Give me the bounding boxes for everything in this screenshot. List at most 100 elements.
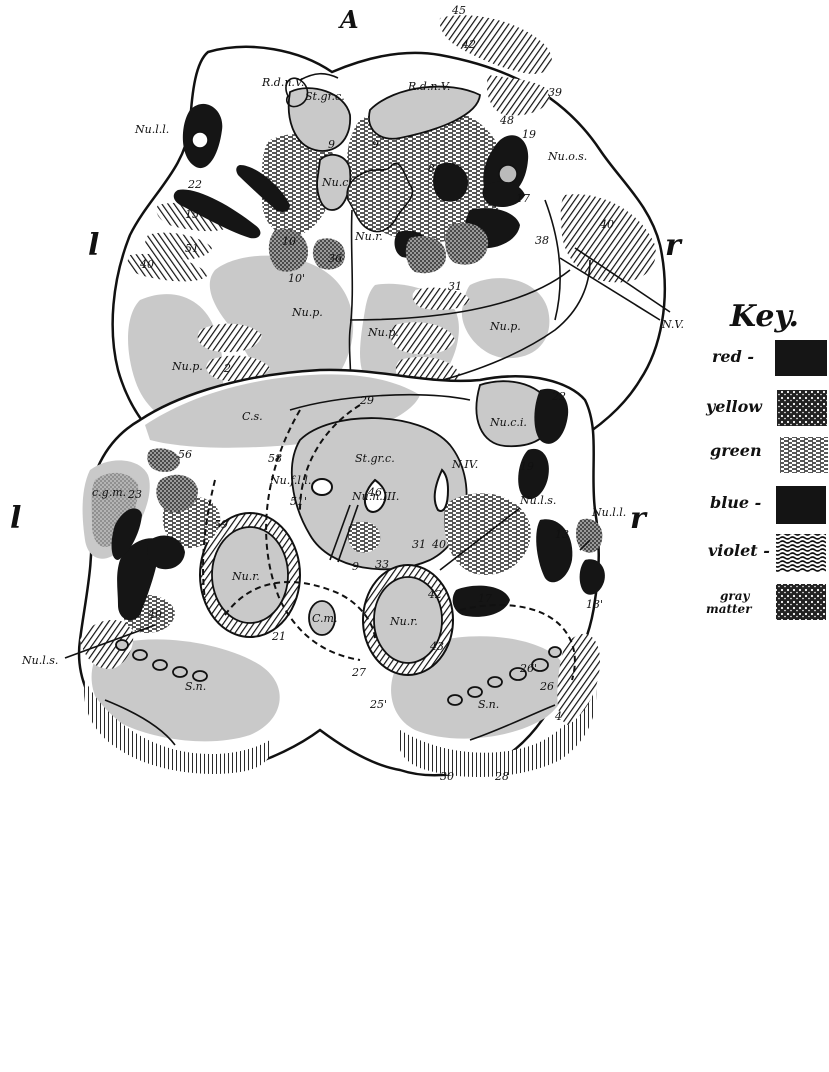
label-42: 42 [461,38,476,51]
legend-label-gray-matter: gray matter [706,589,754,616]
legend-title: Key. [729,299,799,334]
label-42-b: 42 [427,588,442,601]
label-cgm: c.g.m. [92,486,126,499]
label-17: 17 [516,192,530,205]
label-cm: C.m. [312,612,337,625]
label-17-b: 17 [478,592,492,605]
label-19-b: 19 [520,460,534,473]
label-43-b: 43 [429,640,444,653]
label-15: 15 [185,208,199,221]
label-10p: 10' [288,272,305,285]
label-nu-fl-ll: Nu.f.l.l. [269,474,311,487]
label-39: 39 [548,86,562,99]
legend-label-yellow: yellow [705,397,763,416]
label-21: 21 [271,630,286,643]
label-nu-c: Nu.c. [321,176,352,189]
label-45: 45 [451,4,466,17]
legend-label-blue: blue - [710,493,761,512]
label-40b-b: 40 [431,538,446,551]
label-58: 58 [268,452,282,465]
label-51: 51 [185,242,199,255]
label-nu-p-center: Nu.p. [291,306,323,319]
legend-item-violet: violet - [708,534,826,572]
nu-ll-circle [192,132,208,148]
legend-item-yellow: yellow [705,390,827,426]
label-nu-ll-b: Nu.l.l. [591,506,626,519]
panel-a-right-side: r [665,228,683,263]
label-rdnv-right: R.d.n.V. [407,80,450,93]
label-cs: C.s. [242,410,263,423]
legend-label-green: green [710,441,762,460]
legend-swatch-gray-matter [776,584,826,620]
label-nu-ls-left: Nu.l.s. [21,654,58,667]
label-nu-r: Nu.r. [354,230,383,243]
label-33: 33 [375,558,389,571]
panel-b-right-side: r [630,501,648,536]
stipple-nu-ll-b [576,519,602,553]
legend-label-violet: violet - [708,541,770,560]
label-nu-ls-right: Nu.l.s. [519,494,556,507]
legend-key: Key. red - yellow green blue - violet - … [705,299,828,620]
label-9a: 9 [328,138,335,151]
label-36: 36 [328,252,342,265]
dark-band-13p [580,559,605,595]
label-sn-right: S.n. [478,698,499,711]
nu-fl-ll-oval [312,479,332,495]
label-n-v: N.V. [661,318,684,331]
label-2: 2 [223,362,231,375]
label-nu-ci: Nu.c.i. [489,416,527,429]
label-38: 38 [535,234,549,247]
nu-os-circle [499,165,517,183]
label-nu-r-right: Nu.r. [389,615,418,628]
panel-a-heading: A [338,5,359,34]
label-8: 8 [428,162,435,175]
label-nu-p-left: Nu.p. [171,360,203,373]
label-nu-ll: Nu.l.l. [134,123,169,136]
label-40-b: 40 [147,608,162,621]
label-22: 22 [187,178,202,191]
legend-swatch-red [775,340,827,376]
label-59: 59 [214,518,228,531]
label-31-b: 31 [412,538,426,551]
label-23: 23 [127,488,142,501]
legend-swatch-green [780,437,828,473]
label-13p: 13' [586,598,603,611]
label-40b: 40 [139,258,154,271]
label-nw: N.IV. [451,458,478,471]
label-nu-p-right: Nu.p. [489,320,521,333]
label-26: 26 [539,680,554,693]
label-48: 48 [499,114,514,127]
stipple-right-2 [445,223,488,265]
label-9-b: 9 [352,560,359,573]
label-51p: 51' [290,495,307,508]
label-nu-r-left: Nu.r. [231,570,260,583]
label-27: 27 [351,666,366,679]
label-22-b: 22 [551,390,566,403]
label-25p: 25' [369,698,387,711]
label-13: 13 [555,528,569,541]
label-28-b: 28 [494,770,509,783]
label-9b: 9 [372,138,379,151]
label-26p: 26' [519,662,537,675]
panel-b-left-side: l [10,501,21,536]
label-10: 10 [282,235,296,248]
legend-label-gray-matter-line1: gray [720,589,750,603]
label-nu-os: Nu.o.s. [547,150,587,163]
panel-a-left-side: l [88,228,99,263]
panel-b: B [10,370,648,783]
label-19: 19 [522,128,536,141]
legend-item-green: green [710,437,828,473]
label-st-gr-c-left: St.gr.c. [305,90,345,103]
label-46-b: 46 [367,486,382,499]
label-nu-p-lower: Nu.p. [367,326,399,339]
label-30-b: 30 [440,770,454,783]
label-29: 29 [359,394,374,407]
legend-label-gray-matter-line2: matter [706,602,753,616]
label-31: 31 [448,280,462,293]
legend-swatch-violet [776,534,826,572]
label-4-b: 4 [554,710,562,723]
label-rdnv-left: R.d.n.V. [261,76,304,89]
label-40: 40 [599,218,614,231]
